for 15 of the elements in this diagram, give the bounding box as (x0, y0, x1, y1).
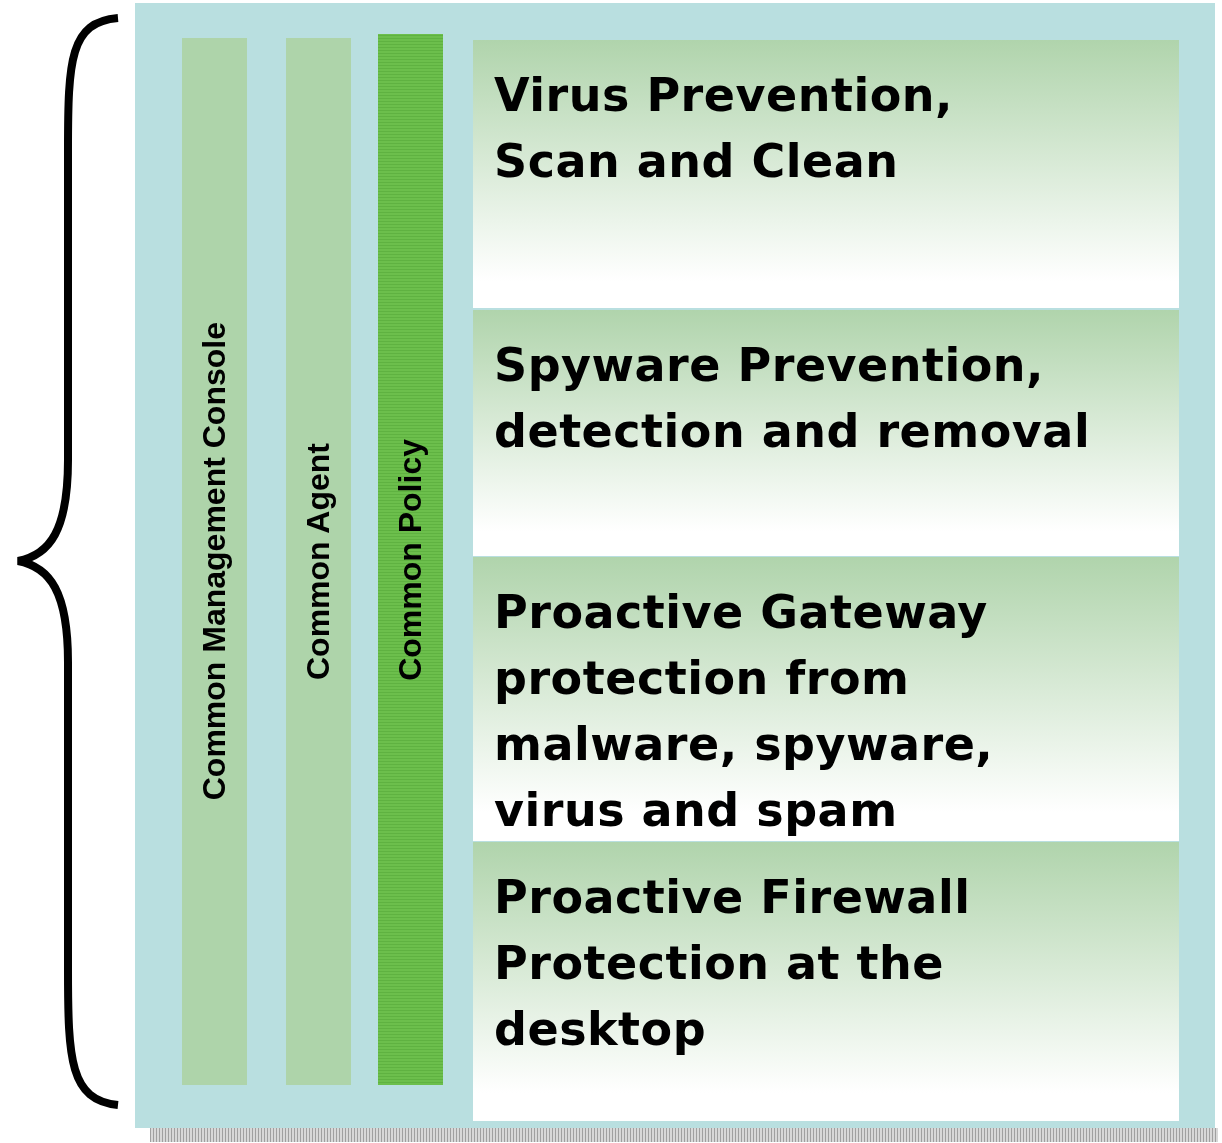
feature-box (473, 842, 1179, 1121)
feature-text: Virus Prevention, Scan and Clean (494, 67, 954, 190)
feature-text: Proactive Gateway protection from malware, spyware, virus and spam (494, 584, 995, 839)
feature-text: Spyware Prevention, detection and removal (494, 337, 1092, 460)
background-panel (135, 3, 1215, 1128)
feature-text: Proactive Firewall Protection at the desktop (494, 869, 972, 1058)
vertical-label: Common Agent (300, 443, 337, 680)
vertical-label: Common Policy (392, 438, 429, 681)
vertical-label: Common Management Console (196, 322, 233, 801)
vertical-bar (182, 38, 247, 1085)
vertical-bar (378, 34, 443, 1085)
vertical-bar (286, 38, 351, 1085)
feature-box (473, 310, 1179, 556)
feature-box (473, 40, 1179, 308)
feature-box (473, 557, 1179, 841)
